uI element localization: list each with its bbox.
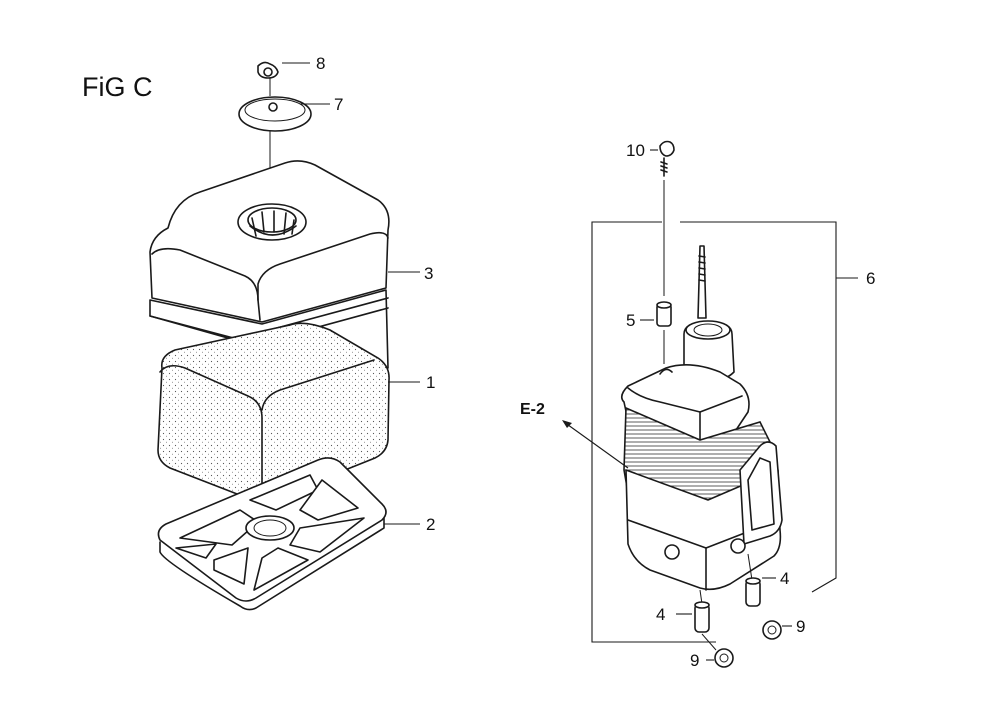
callout-2: 2 — [426, 515, 436, 534]
callout-3: 3 — [424, 264, 434, 283]
part-8-wing-nut — [257, 61, 310, 79]
part-4-pin-left — [676, 589, 717, 651]
callout-4-left: 4 — [656, 605, 666, 624]
callout-ref-e2: E-2 — [520, 401, 545, 418]
callout-9-left: 9 — [690, 651, 700, 670]
part-2-base-grid — [157, 457, 420, 611]
callout-4-right: 4 — [780, 569, 790, 588]
part-9-nut-right — [762, 620, 792, 640]
callout-6: 6 — [866, 269, 876, 288]
callout-8: 8 — [316, 54, 326, 73]
part-6-assembly-box — [591, 221, 858, 643]
callout-9-right: 9 — [796, 617, 806, 636]
callout-10: 10 — [626, 141, 645, 160]
callout-1: 1 — [426, 373, 436, 392]
part-1-foam-element — [157, 322, 420, 502]
part-9-nut-left — [706, 648, 734, 668]
muffler-body — [562, 245, 783, 591]
part-4-pin-right — [745, 553, 776, 607]
figure-title: FiG C — [82, 72, 153, 102]
callout-5: 5 — [626, 311, 636, 330]
part-5-dowel — [640, 301, 672, 364]
part-7-cover-disc — [238, 96, 330, 132]
part-10-bolt — [650, 140, 675, 296]
callout-7: 7 — [334, 95, 344, 114]
